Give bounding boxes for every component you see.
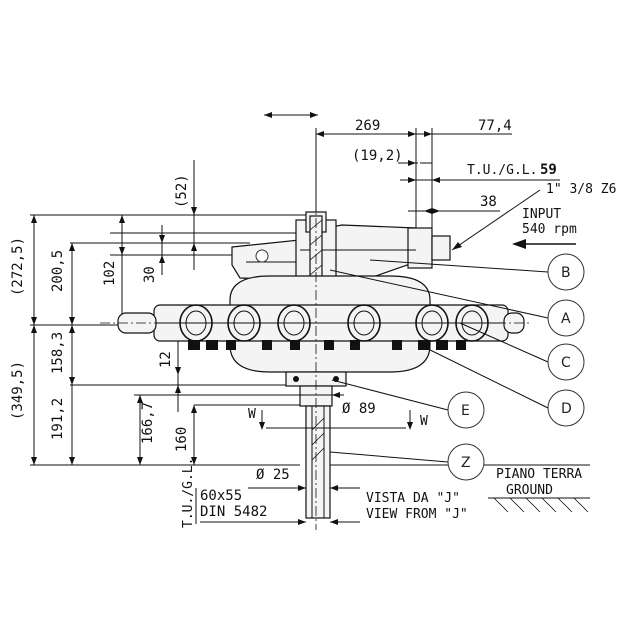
dim-89: Ø 89 [342,401,376,417]
callout-e-circle [447,391,485,429]
dim-59: 59 [540,162,557,178]
dim-19-2: (19,2) [352,148,403,164]
left-dimensions: (52) (272,5) 200,5 102 30 (349,5) 158,3 [10,160,316,528]
view-label-it: VISTA DA "J" [366,491,460,506]
callout-d-circle [547,389,585,427]
callout-z-circle [447,443,485,481]
dim-269: 269 [355,118,380,134]
callout-a: A [561,311,571,327]
w-left: W [248,407,256,422]
callout-d: D [561,401,572,417]
top-dimensions: 269 77,4 (19,2) T.U./G.L. 59 1" 3/8 Z6 3… [264,112,616,251]
dim-166-7: 166,7 [140,402,156,444]
gearbox [100,200,530,530]
w-right: W [420,414,428,429]
callout-e: E [461,403,470,419]
spline-size: 60x55 [200,488,242,504]
dim-200-5: 200,5 [50,250,66,292]
dim-272-5: (272,5) [10,237,26,296]
callout-b: B [561,265,571,281]
dim-102: 102 [102,261,118,286]
dim-158-3: 158,3 [50,332,66,374]
callout-b-circle [547,253,585,291]
ground-label-it: PIANO TERRA [496,467,582,482]
callout-c-circle [547,343,585,381]
dim-25: Ø 25 [256,467,290,483]
callouts: B A C D E Z [329,253,585,481]
tugl-left: T.U./G.L. [181,458,196,528]
bolt-row [188,340,466,350]
dim-77-4: 77,4 [478,118,512,134]
callout-z: Z [461,455,471,471]
dim-52: (52) [174,174,190,208]
dim-38: 38 [480,194,497,210]
thread-spec: 1" 3/8 Z6 [546,182,616,197]
callout-a-circle [547,299,585,337]
dim-349-5: (349,5) [10,361,26,420]
input-rpm: 540 rpm [522,222,577,237]
lower-dimensions: Ø 89 W W Ø 25 60x55 DIN 5482 [200,392,428,525]
dim-12: 12 [158,351,174,368]
spline-standard: DIN 5482 [200,504,267,520]
input-label: INPUT [522,207,561,222]
dim-30: 30 [142,266,158,283]
dim-160: 160 [174,427,190,452]
callout-c: C [561,355,571,371]
view-label-en: VIEW FROM "J" [366,507,468,522]
ground-label-en: GROUND [506,483,553,498]
ground-notes: PIANO TERRA GROUND VISTA DA "J" VIEW FRO… [330,464,590,522]
dim-191-2: 191,2 [50,398,66,440]
dim-59-prefix: T.U./G.L. [467,163,537,178]
